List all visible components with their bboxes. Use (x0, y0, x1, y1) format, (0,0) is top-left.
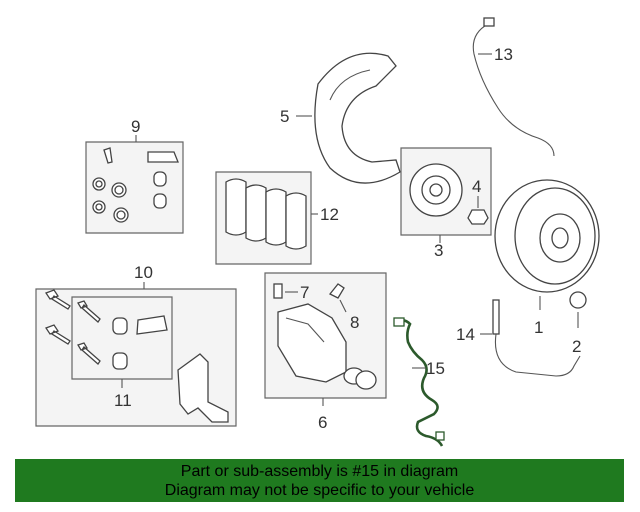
part-2-bolt[interactable] (569, 291, 587, 328)
part-4-nut[interactable] (467, 196, 489, 225)
callout-4: 4 (472, 177, 481, 196)
part-12-brake-pads[interactable] (215, 171, 318, 265)
callout-6: 6 (318, 413, 327, 432)
callout-8: 8 (350, 313, 359, 332)
banner-line-1: Part or sub-assembly is #15 in diagram (180, 463, 459, 480)
callout-15: 15 (426, 359, 445, 378)
callout-5: 5 (280, 107, 289, 126)
callout-2: 2 (572, 337, 581, 356)
callout-7: 7 (300, 283, 309, 302)
callout-11: 11 (114, 391, 132, 410)
part-5-dust-shield[interactable] (296, 52, 401, 184)
part-13-abs-sensor[interactable] (472, 17, 555, 157)
callout-13: 13 (494, 45, 513, 64)
part-10-caliper-kit[interactable] (35, 282, 237, 427)
part-15-brake-hose[interactable] (393, 317, 445, 447)
callout-1: 1 (534, 318, 543, 337)
banner-line-2: Diagram may not be specific to your vehi… (164, 482, 475, 499)
callout-12: 12 (320, 205, 339, 224)
part-14-abs-sensor-rear[interactable] (480, 299, 581, 377)
notice-banner: Part or sub-assembly is #15 in diagram D… (15, 459, 624, 502)
part-3-hub-bearing[interactable] (400, 147, 492, 243)
callout-14: 14 (456, 325, 475, 344)
brake-parts-diagram: 1 2 3 4 5 6 7 8 9 10 11 12 13 14 15 (35, 17, 600, 447)
part-8-bracket[interactable] (328, 283, 347, 313)
part-1-rotor[interactable] (494, 179, 600, 310)
callout-10: 10 (134, 263, 153, 282)
callout-3: 3 (434, 241, 443, 260)
part-7-bleeder[interactable] (273, 283, 298, 299)
part-9-hardware-kit[interactable] (85, 135, 184, 234)
callout-9: 9 (131, 117, 140, 136)
part-6-caliper[interactable] (264, 272, 387, 406)
